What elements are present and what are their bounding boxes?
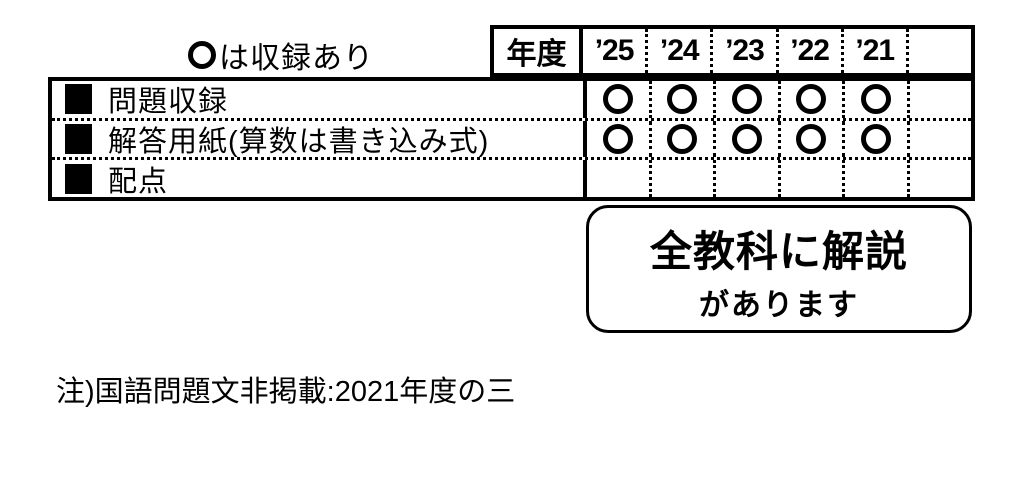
row-label: 配点 [108,165,169,198]
bullet-square-icon [65,163,92,194]
bullet-square-icon [65,124,92,154]
mark-cell-empty [842,160,907,198]
mark-cell-empty [906,120,972,158]
inclusion-circle-icon [667,124,698,154]
mark-cell-included [842,81,907,118]
inclusion-circle-icon [667,84,698,115]
mark-cell-included [648,81,714,118]
mark-cell-empty [777,160,843,198]
circle-mark-icon [188,41,216,69]
year-header-21: ’21 [840,29,906,73]
row-label-cell: 解答用紙(算数は書き込み式) [52,121,583,158]
year-header-25: ’25 [594,34,635,67]
inclusion-circle-icon [860,124,891,154]
year-header-empty [905,29,971,73]
row-label: 解答用紙(算数は書き込み式) [108,126,490,158]
mark-cell-included [777,120,843,158]
inclusion-circle-icon [796,84,827,115]
inclusion-circle-icon [731,84,762,115]
callout-title: 全教科に解説 [649,228,908,275]
row-label-cell: 問題収録 [52,81,583,118]
inclusion-table-body: 問題収録解答用紙(算数は書き込み式) 配点 [48,77,975,201]
legend-caption: は収録あり [188,33,374,77]
row-label: 問題収録 [108,86,229,118]
mark-cell-included [777,81,843,118]
table-row: 問題収録 [52,81,971,118]
legend-caption-text: は収録あり [219,42,374,75]
row-marks [583,160,972,198]
year-columns: ’25 ’24’23’22’21 [583,29,971,73]
mark-cell-included [713,81,778,118]
table-row: 解答用紙(算数は書き込み式) [52,117,972,158]
year-header-22: ’22 [775,29,841,73]
inclusion-circle-icon [602,124,633,154]
mark-cell-empty [906,160,972,198]
year-header-cell: 年度 [494,29,583,73]
inclusion-circle-icon [731,124,762,154]
row-marks [583,81,971,118]
mark-cell-empty [648,160,714,198]
row-marks [583,120,972,158]
inclusion-circle-icon [796,124,827,154]
mark-cell-included [713,120,778,158]
mark-cell-empty [906,81,972,118]
inclusion-circle-icon [860,84,891,115]
mark-cell-included [587,81,649,118]
year-header-23: ’23 [710,29,775,73]
mark-cell-empty [713,160,778,198]
footnote: 注)国語問題文非掲載:2021年度の三 [56,376,516,408]
row-label-cell: 配点 [52,160,583,197]
explanation-callout: 全教科に解説 があります [586,205,972,333]
year-header-row: 年度 ’25 ’24’23’22’21 [490,25,975,77]
mark-cell-empty [587,160,649,197]
table-row: 配点 [52,157,972,198]
mark-cell-included [842,120,907,158]
mark-cell-included [587,121,649,158]
mark-cell-included [648,120,714,158]
bullet-square-icon [65,84,92,115]
inclusion-circle-icon [602,84,633,115]
callout-subtitle: があります [699,289,859,322]
year-header-24: ’24 [645,29,710,73]
